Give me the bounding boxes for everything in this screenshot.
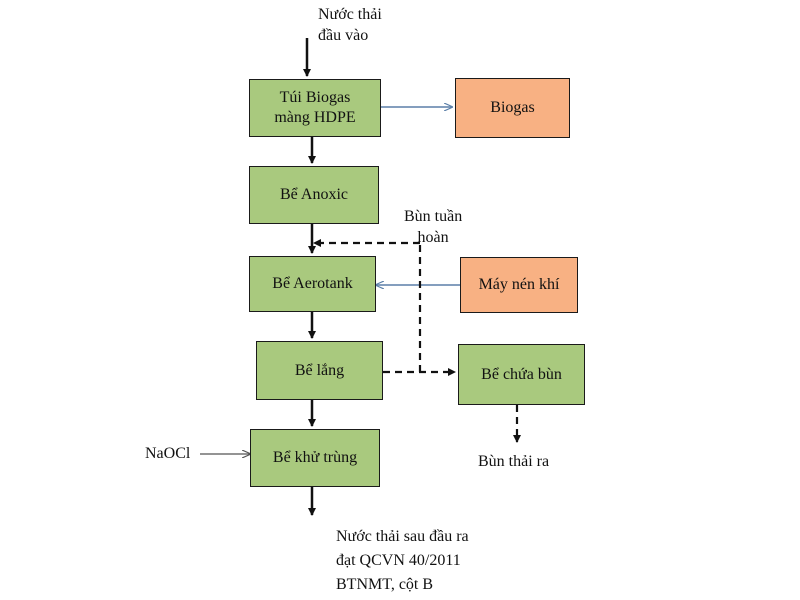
effluent-label: Nước thải sau đầu ra đạt QCVN 40/2011 BT… bbox=[336, 528, 469, 593]
anoxic-tank-box: Bể Anoxic bbox=[249, 166, 379, 224]
settling-tank-box: Bể lắng bbox=[256, 341, 383, 400]
naocl-label: NaOCl bbox=[145, 445, 191, 462]
aerotank-box: Bể Aerotank bbox=[249, 256, 376, 312]
air-compressor-box: Máy nén khí bbox=[460, 257, 578, 313]
influent-label: Nước thải đầu vào bbox=[318, 6, 382, 44]
biogas-box: Biogas bbox=[455, 78, 570, 138]
return-sludge-label: Bùn tuần hoàn bbox=[404, 208, 463, 246]
sludge-out-label: Bùn thải ra bbox=[478, 453, 550, 470]
disinfection-tank-box: Bể khử trùng bbox=[250, 429, 380, 487]
sludge-tank-box: Bể chứa bùn bbox=[458, 344, 585, 405]
biogas-bag-box: Túi Biogas màng HDPE bbox=[249, 79, 381, 137]
